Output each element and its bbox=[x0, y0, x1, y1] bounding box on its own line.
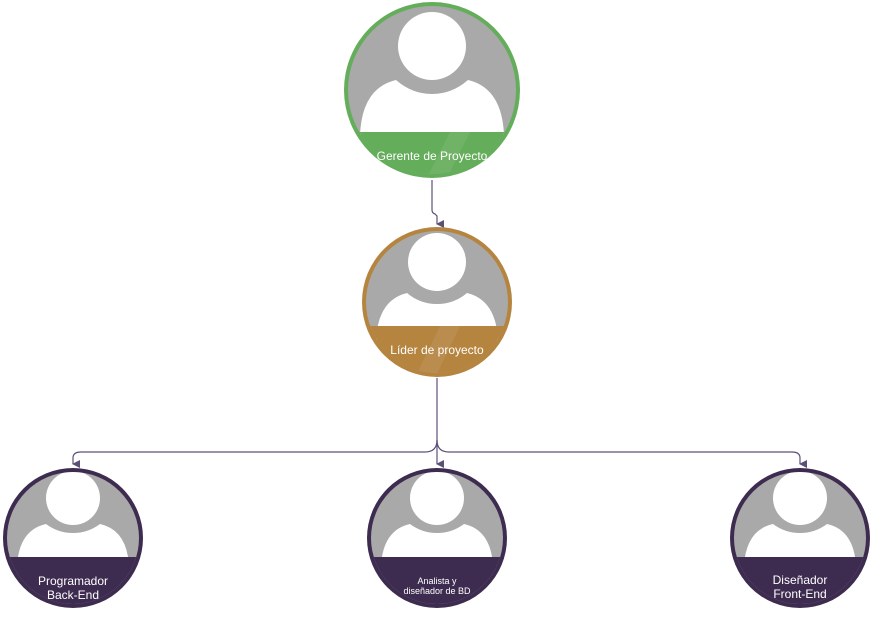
connector-gerente-lider bbox=[431, 180, 444, 228]
person-silhouette-icon bbox=[17, 472, 129, 566]
node-lider bbox=[362, 227, 512, 377]
connector-branch-backend bbox=[72, 439, 438, 468]
node-analista bbox=[367, 468, 507, 608]
node-gerente-label: Gerente de Proyecto bbox=[376, 150, 488, 163]
node-frontend-label: Diseñador Front-End bbox=[772, 574, 828, 601]
node-analista-label: Analista y diseñador de BD bbox=[403, 576, 471, 597]
node-backend-label: Programador Back-End bbox=[37, 575, 109, 602]
node-lider-label: Líder de proyecto bbox=[390, 344, 484, 357]
connector-lines bbox=[72, 180, 807, 468]
person-silhouette-icon bbox=[381, 472, 493, 566]
node-gerente bbox=[344, 2, 520, 178]
person-silhouette-icon bbox=[360, 12, 504, 135]
connector-branch-frontend bbox=[436, 439, 807, 468]
person-silhouette-icon bbox=[744, 472, 856, 566]
node-frontend bbox=[730, 468, 870, 608]
